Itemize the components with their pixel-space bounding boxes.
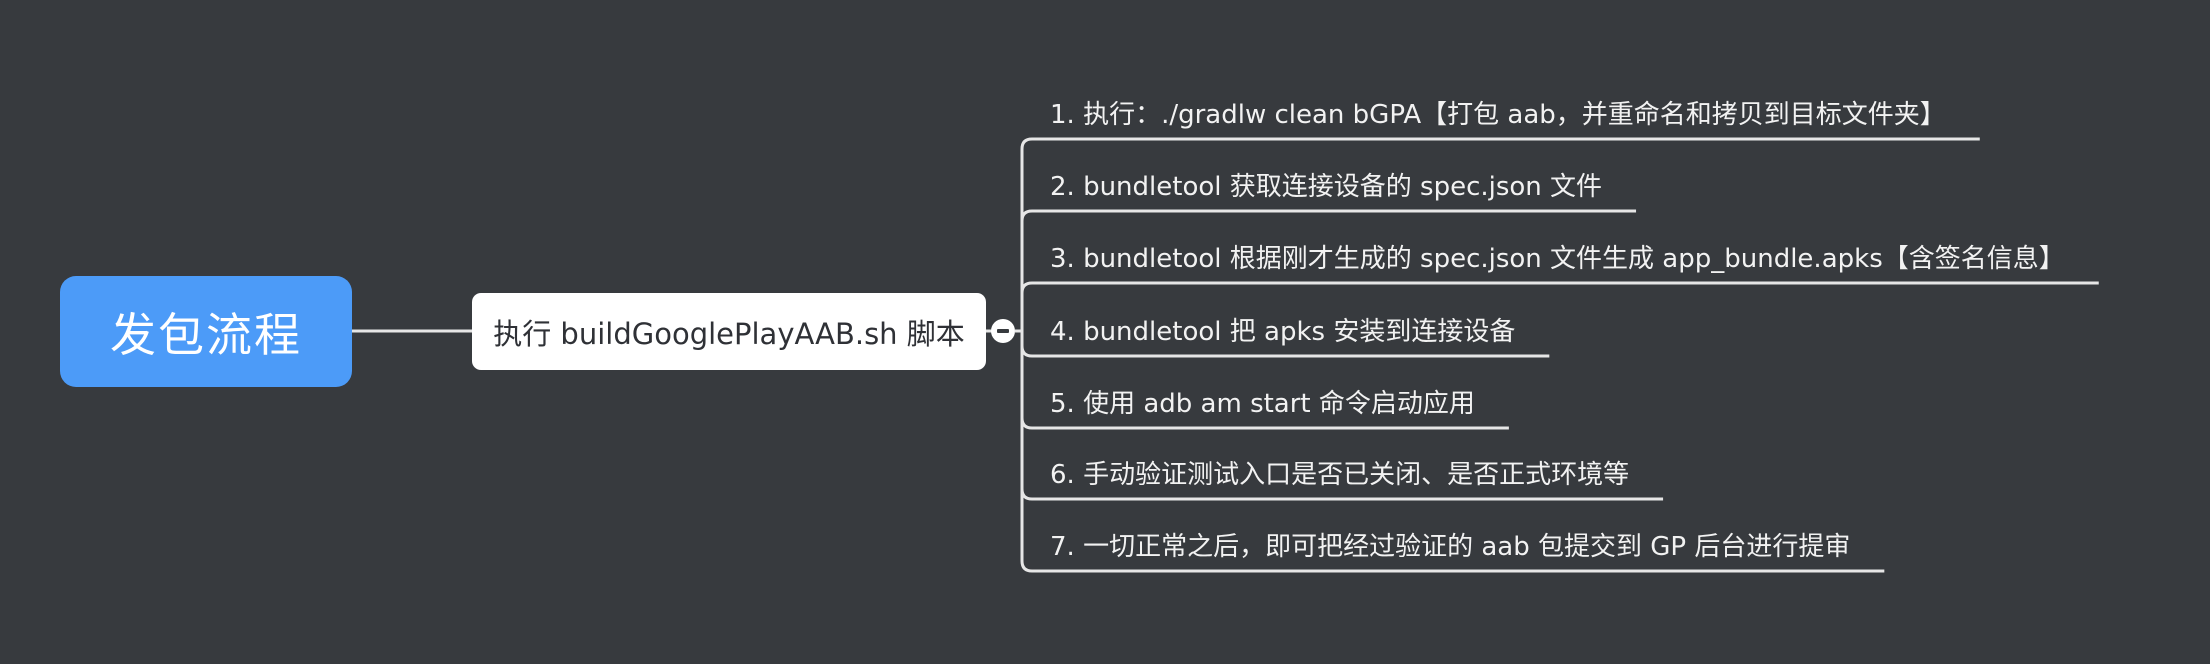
minus-icon: [997, 329, 1009, 333]
main-topic[interactable]: 执行 buildGooglePlayAAB.sh 脚本: [472, 293, 986, 370]
root-topic-label: 发包流程: [110, 307, 302, 362]
subtopic-label: 1. 执行：./gradlw clean bGPA【打包 aab，并重命名和拷贝…: [1050, 100, 1946, 130]
branch-corner: [1020, 137, 1033, 150]
subtopic-label: 7. 一切正常之后，即可把经过验证的 aab 包提交到 GP 后台进行提审: [1050, 532, 1851, 562]
branch-corner: [1020, 560, 1033, 573]
subtopic-label: 3. bundletool 根据刚才生成的 spec.json 文件生成 app…: [1050, 244, 2065, 274]
subtopic-step-4[interactable]: 4. bundletool 把 apks 安装到连接设备: [1050, 315, 1515, 349]
subtopic-step-3[interactable]: 3. bundletool 根据刚才生成的 spec.json 文件生成 app…: [1050, 242, 2065, 276]
subtopic-step-5[interactable]: 5. 使用 adb am start 命令启动应用: [1050, 387, 1475, 421]
subtopic-label: 6. 手动验证测试入口是否已关闭、是否正式环境等: [1050, 460, 1630, 490]
main-topic-label: 执行 buildGooglePlayAAB.sh 脚本: [493, 316, 965, 351]
subtopic-step-6[interactable]: 6. 手动验证测试入口是否已关闭、是否正式环境等: [1050, 458, 1629, 492]
root-topic[interactable]: 发包流程: [60, 276, 352, 387]
collapse-toggle-button[interactable]: [991, 319, 1015, 343]
subtopic-step-7[interactable]: 7. 一切正常之后，即可把经过验证的 aab 包提交到 GP 后台进行提审: [1050, 530, 1850, 564]
subtopic-step-2[interactable]: 2. bundletool 获取连接设备的 spec.json 文件: [1050, 170, 1602, 204]
subtopic-label: 5. 使用 adb am start 命令启动应用: [1050, 389, 1475, 419]
subtopic-label: 4. bundletool 把 apks 安装到连接设备: [1050, 317, 1516, 347]
subtopic-step-1[interactable]: 1. 执行：./gradlw clean bGPA【打包 aab，并重命名和拷贝…: [1050, 98, 1946, 132]
subtopic-label: 2. bundletool 获取连接设备的 spec.json 文件: [1050, 172, 1603, 202]
